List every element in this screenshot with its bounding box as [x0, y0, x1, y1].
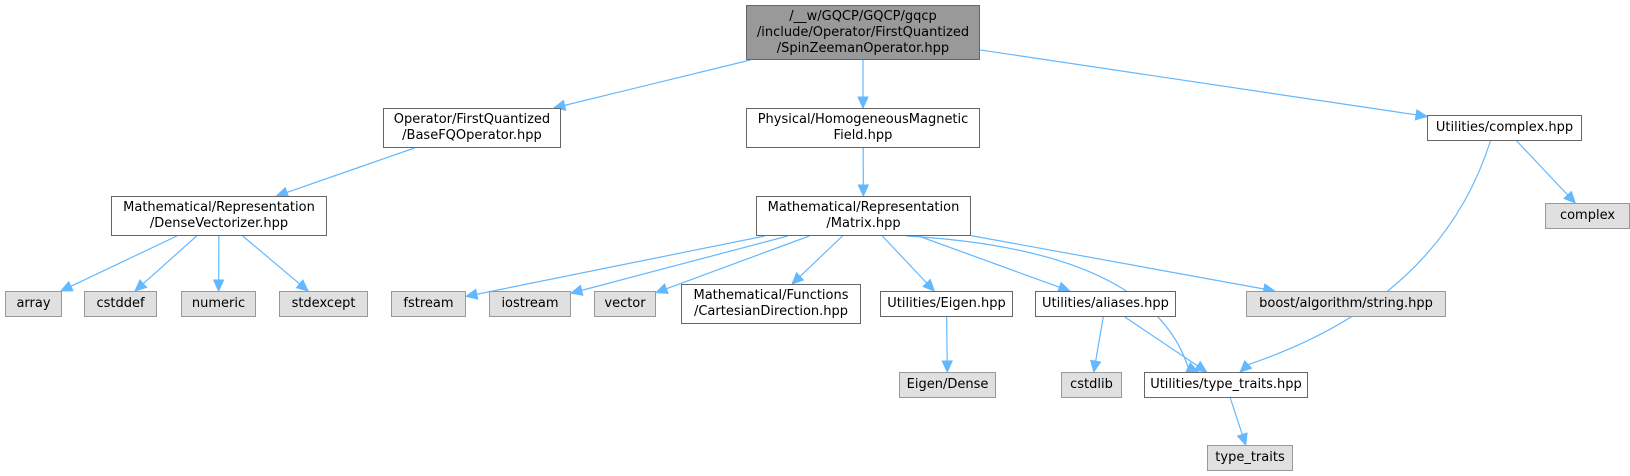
edge-matrix-to-boost	[970, 235, 1265, 290]
arrowhead-icon	[134, 279, 148, 292]
node-label: boost/algorithm/string.hpp	[1259, 296, 1433, 311]
edge-matrix-to-eigenhpp	[881, 235, 928, 284]
node-cartdir[interactable]: Mathematical/Functions /CartesianDirecti…	[681, 284, 861, 324]
arrowhead-icon	[1193, 360, 1208, 373]
edge-root-to-basefq	[564, 59, 751, 106]
node-label: Physical/HomogeneousMagnetic Field.hpp	[757, 112, 969, 143]
edge-aliases-to-typetraitshpp	[1124, 316, 1198, 367]
node-label: stdexcept	[291, 296, 356, 311]
edge-matrix-to-typetraitshpp	[906, 235, 1189, 368]
node-vector: vector	[594, 291, 656, 317]
arrowhead-icon	[464, 288, 479, 300]
arrowhead-icon	[941, 360, 953, 374]
node-label: Mathematical/Representation /Matrix.hpp	[767, 200, 960, 231]
node-array: array	[5, 291, 62, 317]
node-label: Eigen/Dense	[906, 377, 989, 392]
edge-eigenhpp-to-eigendense	[946, 316, 948, 362]
edge-matrix-to-iostream	[581, 235, 788, 291]
edge-densevec-to-stdexcept	[242, 235, 301, 285]
arrowhead-icon	[1090, 359, 1102, 374]
node-eigendense: Eigen/Dense	[899, 372, 996, 398]
edge-complexhpp-to-complex	[1516, 140, 1569, 196]
node-hmf[interactable]: Physical/HomogeneousMagnetic Field.hpp	[746, 108, 980, 148]
node-eigenhpp[interactable]: Utilities/Eigen.hpp	[880, 291, 1013, 317]
node-label: Utilities/Eigen.hpp	[887, 296, 1006, 311]
node-root[interactable]: /__w/GQCP/GQCP/gqcp /include/Operator/Fi…	[746, 5, 980, 60]
node-label: iostream	[501, 296, 559, 311]
node-densevec[interactable]: Mathematical/Representation /DenseVector…	[111, 196, 327, 236]
node-label: complex	[1559, 208, 1616, 223]
arrowhead-icon	[212, 279, 225, 293]
node-label: Utilities/type_traits.hpp	[1150, 377, 1302, 392]
arrowhead-icon	[1239, 359, 1253, 373]
node-boost: boost/algorithm/string.hpp	[1246, 291, 1446, 317]
node-basefq[interactable]: Operator/FirstQuantized /BaseFQOperator.…	[383, 108, 561, 148]
edge-typetraitshpp-to-typetraits	[1229, 397, 1243, 435]
node-label: cstddef	[96, 296, 145, 311]
node-complex: complex	[1545, 203, 1630, 229]
arrowhead-icon	[1236, 432, 1248, 447]
node-stdexcept: stdexcept	[279, 291, 368, 317]
node-label: fstream	[403, 296, 454, 311]
arrowhead-icon	[857, 184, 870, 198]
arrowhead-icon	[295, 279, 309, 292]
node-label: array	[16, 296, 51, 311]
arrowhead-icon	[1414, 109, 1429, 121]
edge-matrix-to-aliases	[918, 235, 1060, 288]
node-fstream: fstream	[391, 291, 466, 317]
edge-aliases-to-cstdlib	[1095, 316, 1104, 362]
edge-root-to-complexhpp	[979, 49, 1417, 116]
arrowhead-icon	[569, 284, 584, 296]
node-label: Operator/FirstQuantized /BaseFQOperator.…	[393, 112, 551, 143]
node-label: Utilities/aliases.hpp	[1042, 296, 1169, 311]
node-label: numeric	[191, 296, 246, 311]
node-typetraitshpp[interactable]: Utilities/type_traits.hpp	[1144, 372, 1308, 398]
node-label: vector	[604, 296, 646, 311]
arrowhead-icon	[1563, 190, 1577, 204]
node-complexhpp[interactable]: Utilities/complex.hpp	[1427, 115, 1582, 141]
arrowhead-icon	[857, 96, 869, 110]
edge-densevec-to-cstddef	[142, 235, 198, 285]
edge-densevec-to-array	[70, 235, 178, 287]
node-matrix[interactable]: Mathematical/Representation /Matrix.hpp	[756, 196, 971, 236]
node-aliases[interactable]: Utilities/aliases.hpp	[1035, 291, 1176, 317]
arrowhead-icon	[654, 283, 669, 295]
arrowhead-icon	[59, 280, 74, 292]
node-label: type_traits	[1215, 450, 1285, 465]
edge-complexhpp-to-typetraitshpp	[1247, 140, 1491, 366]
edge-matrix-to-cartdir	[799, 235, 843, 277]
node-numeric: numeric	[181, 291, 256, 317]
node-cstdlib: cstdlib	[1061, 372, 1122, 398]
node-typetraits: type_traits	[1207, 445, 1293, 471]
node-iostream: iostream	[489, 291, 571, 317]
arrowhead-icon	[791, 271, 805, 285]
node-label: Utilities/complex.hpp	[1435, 120, 1574, 135]
node-label: Mathematical/Representation /DenseVector…	[123, 200, 315, 231]
edge-matrix-to-vector	[666, 235, 810, 290]
node-label: Mathematical/Functions /CartesianDirecti…	[693, 288, 849, 319]
node-label: cstdlib	[1070, 377, 1113, 392]
node-label: /__w/GQCP/GQCP/gqcp /include/Operator/Fi…	[756, 8, 970, 56]
arrowhead-icon	[922, 278, 936, 292]
edge-matrix-to-fstream	[476, 235, 765, 295]
node-cstddef: cstddef	[84, 291, 157, 317]
edge-basefq-to-densevec	[286, 147, 415, 193]
